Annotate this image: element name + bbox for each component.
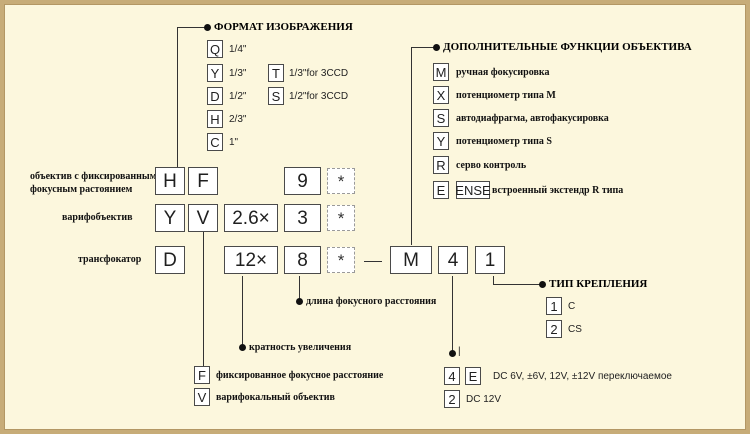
diagram-panel (4, 4, 746, 430)
row3-iris-box: 4 (438, 246, 468, 274)
format-size-text: 1/2" (229, 91, 247, 102)
ccd-size-text: 1/2"for 3CCD (289, 91, 349, 102)
function-text: ручная фокусировка (456, 67, 550, 78)
format-code-box: D (207, 87, 223, 105)
function-text: потенциометр типа M (456, 90, 556, 101)
row3-ratio-box: 12× (224, 246, 278, 274)
connector-line (493, 284, 543, 285)
ccd-size-text: 1/3"for 3CCD (289, 68, 349, 79)
ccd-code-box: S (268, 87, 284, 105)
format-size-text: 2/3" (229, 114, 247, 125)
row1-focal-box: 9 (284, 167, 321, 195)
row3-format-box: D (155, 246, 185, 274)
function-code-box: S (433, 109, 449, 127)
function-code-box: E (433, 181, 449, 199)
row3-focal-box: 8 (284, 246, 321, 274)
row-label-zoom: трансфокатор (78, 254, 142, 265)
connector-line (177, 27, 178, 167)
row2-type-box: V (188, 204, 218, 232)
mount-text: CS (568, 324, 582, 335)
connector-line (177, 27, 209, 28)
iris-code-box-2: E (465, 367, 481, 385)
focal-type-text: варифокальный объектив (216, 392, 335, 403)
connector-line (242, 276, 243, 347)
format-code-box: C (207, 133, 223, 151)
row1-type-box: F (188, 167, 218, 195)
row2-format-box: Y (155, 204, 185, 232)
format-code-box: H (207, 110, 223, 128)
focal-type-text: фиксированное фокусное расстояние (216, 370, 384, 381)
function-text: серво контроль (456, 160, 527, 171)
format-size-text: 1/4" (229, 44, 247, 55)
row1-format-box: H (155, 167, 185, 195)
annotation-zoom-ratio: кратность увеличения (249, 342, 352, 353)
connector-line (203, 230, 204, 366)
function-text: потенциометр типа S (456, 136, 552, 147)
connector-line (299, 276, 300, 302)
iris-code-box: 4 (444, 367, 460, 385)
connector-line (411, 47, 412, 245)
heading-mount-type: ТИП КРЕПЛЕНИЯ (549, 278, 648, 290)
annotation-supply-tick: | (458, 346, 461, 357)
annotation-focal-length: длина фокусного расстояния (306, 296, 437, 307)
format-code-box: Y (207, 64, 223, 82)
connector-line (493, 276, 494, 284)
row2-focal-box: 3 (284, 204, 321, 232)
heading-extra-functions: ДОПОЛНИТЕЛЬНЫЕ ФУНКЦИИ ОБЪЕКТИВА (443, 41, 692, 53)
format-size-text: 1/3" (229, 68, 247, 79)
row1-placeholder-box: * (327, 168, 355, 194)
connector-dot (204, 24, 211, 31)
iris-text: DC 6V, ±6V, 12V, ±12V переключаемое (493, 371, 672, 382)
row-label-fixed-line1: объектив с фиксированным (30, 171, 157, 182)
row-label-varifocal: варифобъектив (62, 212, 133, 223)
connector-dot (539, 281, 546, 288)
focal-type-code-box: V (194, 388, 210, 406)
row-label-fixed-line2: фокусным растоянием (30, 184, 133, 195)
iris-code-box: 2 (444, 390, 460, 408)
connector-dot (449, 350, 456, 357)
function-code-box: R (433, 156, 449, 174)
function-text: встроенный экстендр R типа (492, 185, 624, 196)
function-text: автодиафрагма, автофакусировка (456, 113, 609, 124)
connector-dot (433, 44, 440, 51)
function-code-box: Y (433, 132, 449, 150)
function-code-box-2: ENSE (455, 181, 491, 199)
iris-text: DC 12V (466, 394, 502, 405)
focal-type-code-box: F (194, 366, 210, 384)
ccd-code-box: T (268, 64, 284, 82)
function-code-box: X (433, 86, 449, 104)
connector-line (411, 47, 437, 48)
row3-placeholder-box: * (327, 247, 355, 273)
function-code-box: M (433, 63, 449, 81)
mount-code-box: 2 (546, 320, 562, 338)
format-size-text: 1" (229, 137, 239, 148)
heading-image-format: ФОРМАТ ИЗОБРАЖЕНИЯ (214, 21, 353, 33)
connector-dot (296, 298, 303, 305)
connector-dot (239, 344, 246, 351)
row3-function-box: M (390, 246, 432, 274)
mount-code-box: 1 (546, 297, 562, 315)
row3-mount-box: 1 (475, 246, 505, 274)
row2-ratio-box: 2.6× (224, 204, 278, 232)
row2-placeholder-box: * (327, 205, 355, 231)
format-code-box: Q (207, 40, 223, 58)
connector-line (452, 276, 453, 354)
dash-connector (364, 261, 382, 262)
mount-text: C (568, 301, 576, 312)
